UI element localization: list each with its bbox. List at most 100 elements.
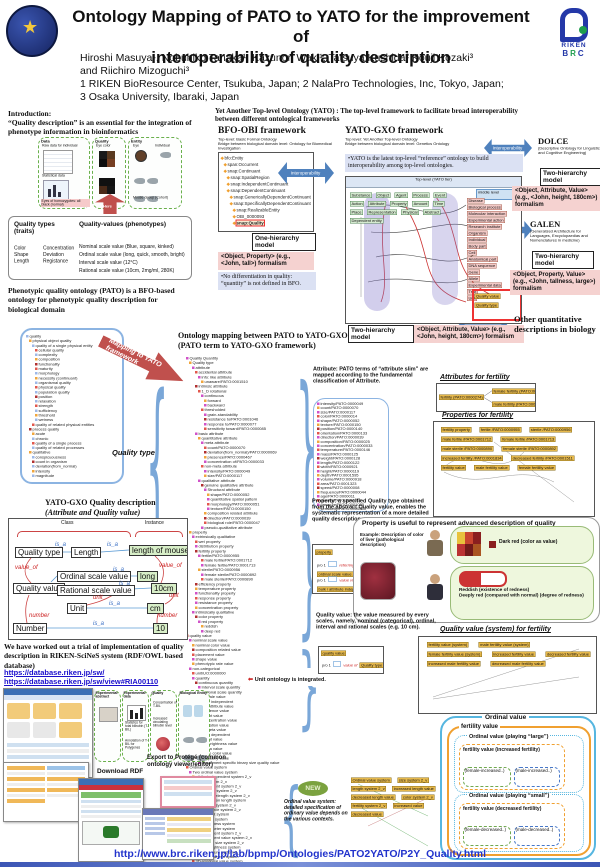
yato-node: Dependent entity xyxy=(350,218,384,224)
tree-item: width/PATO:0000921 xyxy=(317,465,388,469)
tree-node-icon xyxy=(186,357,189,360)
property-note-example: Example: Description of color of liver (… xyxy=(360,532,424,547)
tree-item: count/PATO:0000070 xyxy=(204,445,308,450)
tree-item: area/PATO:0001323 xyxy=(317,482,388,486)
color-grid xyxy=(457,532,481,556)
raw-data-table xyxy=(43,150,73,174)
tree-item: volume/PATO:0000918 xyxy=(317,477,388,482)
content-line xyxy=(164,786,212,790)
tree-item: mass/PATO:0000125 xyxy=(317,452,388,456)
tree-item: response to/PATO:0000077 xyxy=(204,422,308,427)
color-swatch xyxy=(473,544,481,556)
page-title: Ontology Mapping of PATO to YATO for the… xyxy=(62,7,540,68)
content-line xyxy=(145,832,165,835)
yato-node: DNA sequence xyxy=(467,263,497,269)
tree-node-icon xyxy=(35,418,38,422)
tree-item: depth/PATO:0001595 xyxy=(317,473,388,477)
intro-heading: Introduction: xyxy=(8,109,52,118)
bfo-subtitle: Top-level: Basic Formal Ontology Bridge … xyxy=(218,137,353,151)
tree-node-icon xyxy=(189,667,192,670)
tree-node-icon xyxy=(204,469,207,473)
tree-item: distribution property xyxy=(195,544,308,549)
slot-box xyxy=(333,661,342,667)
unit-note-text: Unit ontology is integrated. xyxy=(254,677,326,683)
ordinal-value-diagram: Ordinal value fertility value Ordinal va… xyxy=(440,714,596,860)
deeply-red-text: Deeply red (compared with normal) (degre… xyxy=(459,592,584,599)
quality-value-node: Quality value xyxy=(474,293,501,299)
tree-node-icon xyxy=(317,415,320,418)
bar xyxy=(53,185,56,197)
tree-item: basic attribute xyxy=(195,431,308,436)
content-line xyxy=(81,800,141,803)
brc-b: B xyxy=(562,49,571,58)
footer-url[interactable]: http://www.brc.riken.jp/lab/bpmp/Ontolog… xyxy=(113,848,487,860)
male-decreased-region: (male-decreased..) xyxy=(514,826,560,846)
tree-node-icon xyxy=(198,389,201,393)
export-dialog-screenshot xyxy=(160,776,216,808)
flow-col-data: Experimental data Statistics for total b… xyxy=(122,690,149,762)
mouse-image xyxy=(183,737,194,743)
property-node: female fertile /PATO:0001713 xyxy=(500,436,556,442)
tree-node-icon xyxy=(317,461,320,464)
tree-node-icon xyxy=(317,503,320,506)
tree-node-icon xyxy=(317,482,320,485)
database-link-1[interactable]: https://database.riken.jp/sw/ xyxy=(4,668,105,677)
tree-item: snap:RealizableEntity xyxy=(232,207,313,214)
tree-node-icon xyxy=(192,653,195,656)
tree-item: presence/PATO:0000467 xyxy=(204,455,308,460)
tree-node-icon xyxy=(201,559,204,562)
tree-node-icon xyxy=(192,648,195,652)
bubble2-text: Reddish (existence of redness) Deeply re… xyxy=(459,587,591,598)
tree-node-icon xyxy=(207,502,210,506)
system-node: color system 2_v xyxy=(401,794,435,800)
interop-label: Interoperability xyxy=(291,170,321,176)
tree-node-icon xyxy=(204,413,207,416)
tree-node-icon xyxy=(192,535,195,539)
system-node: length system 2_v xyxy=(351,786,387,792)
property-node: sterile /PATO:0000956 xyxy=(529,427,573,433)
attribute-text: Attribute: PATO terms of “attribute slim… xyxy=(313,366,433,384)
tree-node-icon xyxy=(32,432,35,436)
tree-item: snap:IndependentContinuant xyxy=(226,181,313,188)
tree-node-icon xyxy=(204,404,207,407)
database-link-2[interactable]: https://database.riken.jp/sw/view#RIA001… xyxy=(4,677,159,686)
quality-type-box: Quality type xyxy=(15,547,64,558)
mouse-image xyxy=(134,178,145,184)
bfo-toplevel: Top-level: Basic Formal Ontology xyxy=(218,137,277,142)
tree-item: intrinsically qualitative xyxy=(192,610,308,615)
yato-section-heading: Yet Another Top-level Ontology (YATO) : … xyxy=(215,107,519,124)
tree-item: deviation(from_normal) xyxy=(32,464,122,469)
tree-node-icon xyxy=(186,766,189,769)
properties-fertility-title: Properties for fertility xyxy=(442,412,514,419)
tree-node-icon xyxy=(35,376,38,380)
window-titlebar xyxy=(79,779,143,785)
property-body: a specified Quality type obtained from t… xyxy=(312,498,429,522)
quality-type: Concentration xyxy=(43,245,75,252)
tree-item: conspicuousness xyxy=(32,455,122,460)
tree-item: attribute xyxy=(192,365,308,370)
yato-node: Event xyxy=(433,192,447,198)
qv-system-node: decreased fertility value xyxy=(545,651,591,657)
content-line xyxy=(7,783,45,786)
tree-node-icon xyxy=(195,549,198,553)
tree-node-icon xyxy=(201,408,204,412)
property-node: fertility value xyxy=(441,465,467,471)
instance-label: Instance xyxy=(145,520,164,526)
tencm-box: 10cm xyxy=(151,583,177,594)
conc-label: Concentration of T-BIL xyxy=(153,701,177,708)
qgxo-diagram: Class Instance Quality type Length lengt… xyxy=(8,518,188,640)
tree-item: population quality xyxy=(35,390,122,395)
tree-node-icon xyxy=(317,431,320,435)
tree-node-icon xyxy=(317,406,320,410)
tree-node-icon xyxy=(195,432,198,435)
increased-fertility-region: fertility value (increased fertility) (f… xyxy=(459,744,565,790)
tree-item: nominal scale value xyxy=(189,638,308,643)
bar xyxy=(48,189,51,197)
yato-node: Molecular interaction xyxy=(467,211,507,217)
yato-node: Abstract xyxy=(423,209,441,215)
color-swatch xyxy=(107,151,115,159)
tree-node-icon xyxy=(204,418,207,421)
